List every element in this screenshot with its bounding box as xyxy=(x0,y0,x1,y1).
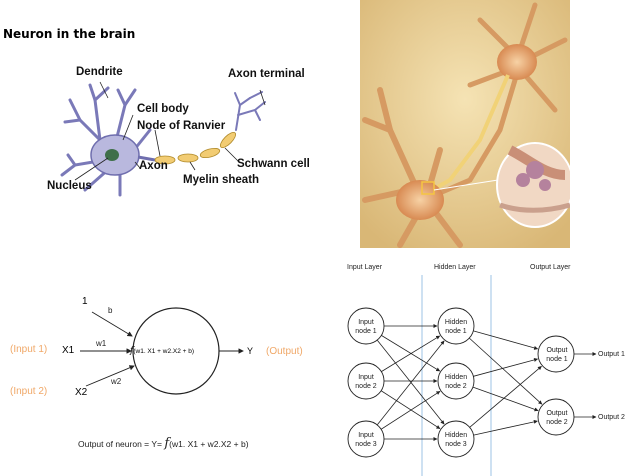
neural-network-diagram xyxy=(347,275,597,476)
edge-input3-hidden1 xyxy=(376,340,445,426)
neuron-function-args: (w1. X1 + w2.X2 + b) xyxy=(133,348,195,355)
output-2-label: Output 2 xyxy=(598,414,625,421)
edge-hidden3-output2 xyxy=(473,419,538,436)
edge-hidden3-output1 xyxy=(469,366,542,428)
edge-input2-hidden1 xyxy=(381,335,441,372)
edge-hidden2-output2 xyxy=(472,386,539,412)
x2-arrow xyxy=(85,365,135,387)
label-cell-body: Cell body xyxy=(137,103,189,115)
x2-label: X2 xyxy=(75,387,88,398)
hidden-node-2 xyxy=(437,362,475,400)
formula-prefix: Output of neuron = Y= xyxy=(78,439,162,449)
input-node-3 xyxy=(347,420,385,458)
edge-input1-hidden2 xyxy=(381,335,441,372)
edge-input3-hidden2 xyxy=(380,390,441,430)
layer-title-output: Output Layer xyxy=(530,264,571,271)
input2-note: (Input 2) xyxy=(10,386,48,397)
w1-label: w1 xyxy=(96,339,107,348)
hidden-node-1 xyxy=(437,307,475,345)
output-y-label: Y xyxy=(247,346,254,356)
x1-label: X1 xyxy=(62,345,75,356)
hidden-node-3 xyxy=(437,420,475,458)
bias-input-label: 1 xyxy=(82,296,88,307)
neuron-function: f(w1. X1 + w2.X2 + b) xyxy=(130,346,194,356)
neuron-illustration xyxy=(60,81,266,197)
neuron-function-symbol: f xyxy=(130,346,134,356)
edge-hidden1-output2 xyxy=(469,337,543,405)
edge-input2-hidden3 xyxy=(380,390,441,430)
edge-hidden2-output1 xyxy=(473,357,539,377)
output-1-label: Output 1 xyxy=(598,351,625,358)
bias-weight-label: b xyxy=(108,306,113,315)
edge-hidden1-output1 xyxy=(473,330,539,350)
edge-input1-hidden3 xyxy=(376,339,445,425)
neuron-photo-illustration xyxy=(360,0,570,248)
input1-note: (Input 1) xyxy=(10,344,48,355)
label-axon: Axon xyxy=(139,160,168,172)
label-axon-terminal: Axon terminal xyxy=(228,68,305,80)
label-schwann-cell: Schwann cell xyxy=(237,158,310,170)
input-node-2 xyxy=(347,362,385,400)
output-formula: Output of neuron = Y= f(w1. X1 + w2.X2 +… xyxy=(78,436,249,451)
formula-suffix: (w1. X1 + w2.X2 + b) xyxy=(169,439,249,449)
label-node-of-ranvier: Node of Ranvier xyxy=(137,120,226,132)
output-node-2 xyxy=(537,398,575,436)
label-myelin-sheath: Myelin sheath xyxy=(183,174,260,186)
output-note: (Output) xyxy=(266,346,303,357)
layer-title-input: Input Layer xyxy=(347,264,383,271)
bias-arrow xyxy=(91,311,133,337)
perceptron-diagram xyxy=(80,307,244,395)
label-nucleus: Nucleus xyxy=(47,180,92,192)
output-node-1 xyxy=(537,335,575,373)
input-node-1 xyxy=(347,307,385,345)
w2-label: w2 xyxy=(111,377,122,386)
page-title: Neuron in the brain xyxy=(3,27,136,41)
formula-f-symbol: f xyxy=(164,436,170,451)
layer-title-hidden: Hidden Layer xyxy=(434,264,476,271)
label-dendrite: Dendrite xyxy=(76,66,123,78)
